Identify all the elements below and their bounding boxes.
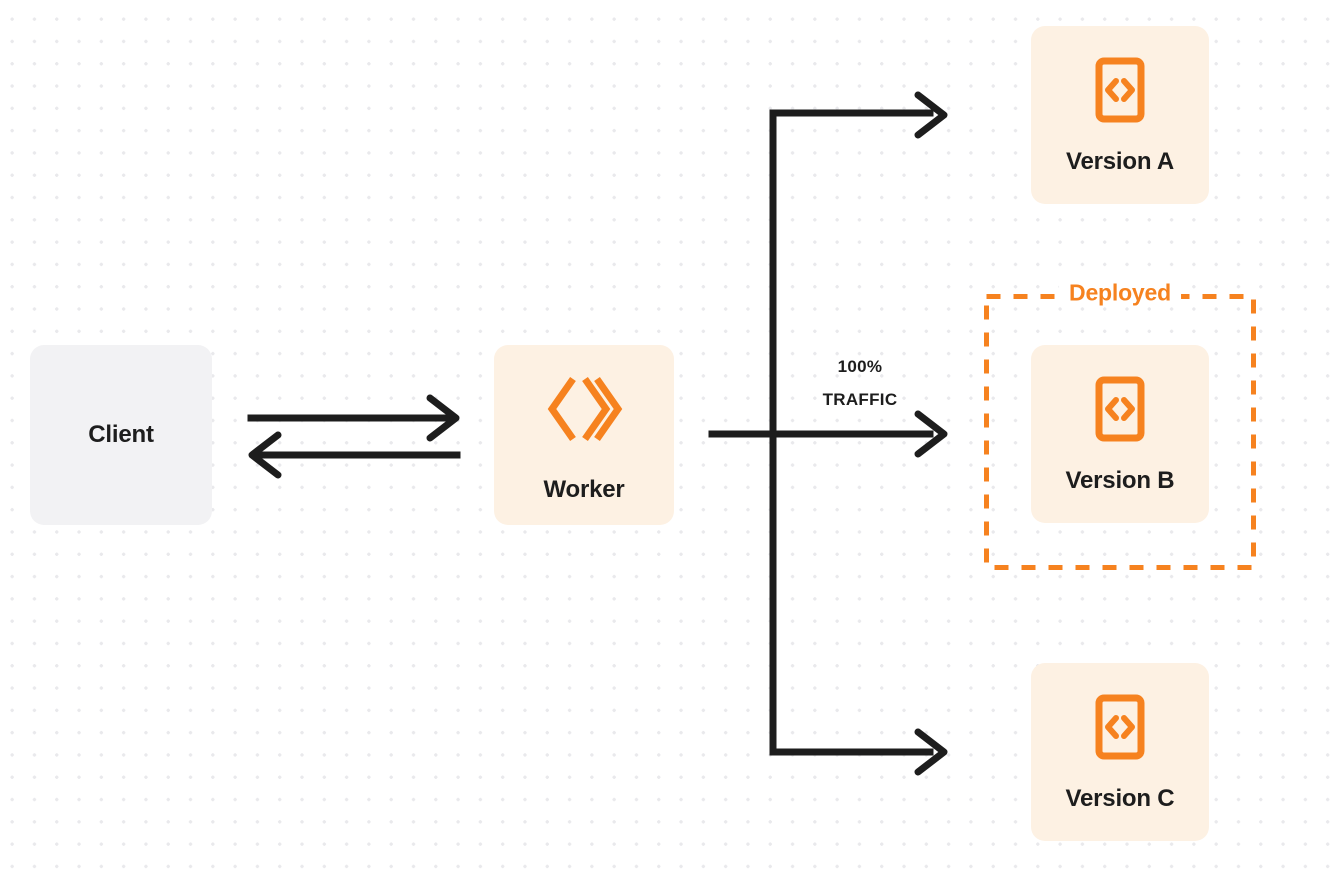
node-version-c[interactable]: Version C [1031,663,1209,841]
code-file-icon [1095,376,1145,447]
deployed-label: Deployed [1059,281,1181,305]
cloudflare-workers-icon [544,369,624,454]
edge-worker-to-client [248,431,461,479]
edge-worker-trunk [708,109,934,756]
code-file-icon [1095,57,1145,128]
version-b-label: Version B [1065,466,1175,494]
edge-client-to-worker [247,394,460,442]
edge-worker-to-version-c [769,728,948,776]
node-version-a[interactable]: Version A [1031,26,1209,204]
edge-worker-to-version-a [769,91,948,139]
worker-label: Worker [543,475,625,503]
client-label: Client [88,421,154,448]
traffic-percent: 100% [837,357,883,376]
version-c-label: Version C [1065,784,1175,812]
node-client[interactable]: Client [30,345,212,525]
traffic-label: 100% TRAFFIC [795,350,925,416]
version-a-label: Version A [1065,147,1175,175]
node-version-b[interactable]: Version B [1031,345,1209,523]
code-file-icon [1095,694,1145,765]
traffic-caption: TRAFFIC [822,390,898,410]
deployed-group-frame: Deployed [984,281,1256,570]
node-worker[interactable]: Worker [494,345,674,525]
edge-worker-to-version-b [914,410,948,458]
